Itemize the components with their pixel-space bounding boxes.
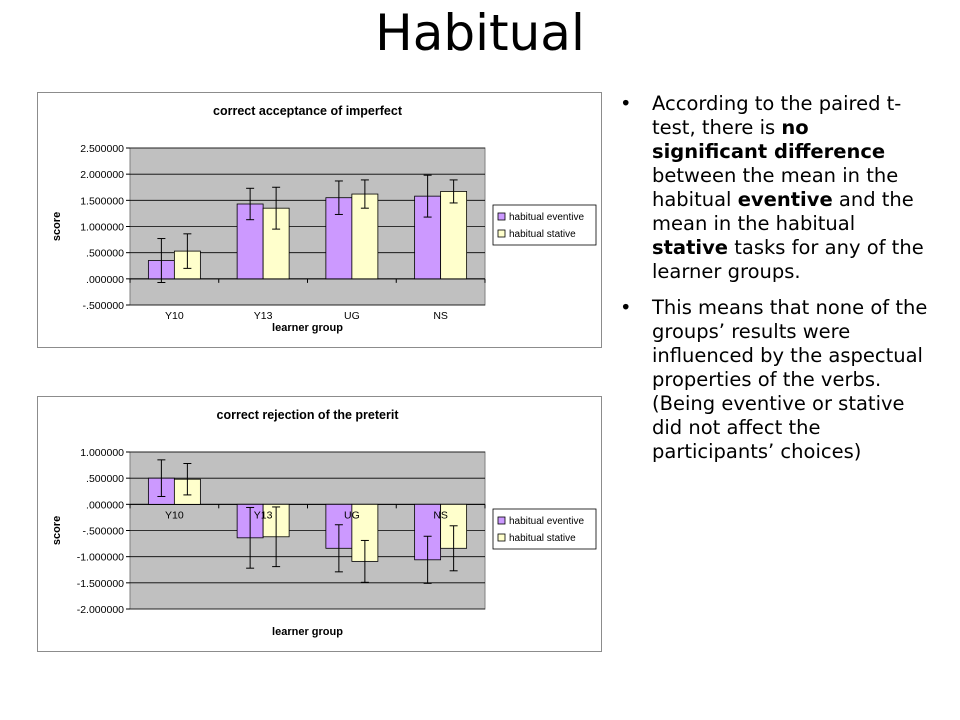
x-tick-label: NS — [433, 509, 448, 521]
text-run: tasks for any of the learner groups. — [652, 236, 924, 283]
y-tick-label: 1.000000 — [80, 222, 124, 234]
y-tick-label: -1.500000 — [77, 578, 124, 590]
chart-title: correct rejection of the preterit — [217, 408, 400, 422]
bullet-text-2: This means that none of the groups’ resu… — [652, 296, 927, 463]
y-tick-label: -2.000000 — [77, 604, 124, 616]
y-tick-label: -.500000 — [83, 526, 125, 538]
y-axis-label: score — [51, 212, 63, 241]
chart-title: correct acceptance of imperfect — [213, 104, 403, 118]
bullet-marker: • — [620, 92, 632, 115]
text-run: between the mean in the habitual — [652, 164, 899, 211]
y-tick-label: -1.000000 — [77, 552, 124, 564]
y-tick-label: .000000 — [86, 499, 124, 511]
x-tick-label: NS — [433, 310, 448, 322]
legend-box — [492, 508, 597, 550]
bold-text-run: eventive — [737, 188, 833, 211]
chart-preterit: correct rejection of the preterit -2.0000… — [37, 396, 602, 652]
y-tick-label: 1.500000 — [80, 195, 124, 207]
text-run: and the mean in the habitual — [652, 188, 914, 235]
text-run: This means that none of the groups’ resu… — [652, 296, 928, 463]
chart-imperfect-svg: correct acceptance of imperfect -.500000.… — [51, 104, 597, 334]
legend-label: habitual eventive — [509, 516, 584, 527]
legend-label: habitual stative — [509, 533, 576, 544]
bar-habitual-stative-ns — [440, 191, 468, 280]
bold-text-run: stative — [652, 236, 729, 259]
x-tick-label: UG — [344, 509, 360, 521]
chart-preterit-svg: correct rejection of the preterit -2.0000… — [51, 408, 597, 638]
x-tick-label: Y10 — [165, 310, 184, 322]
y-tick-label: .000000 — [86, 274, 124, 286]
y-tick-label: .500000 — [86, 248, 124, 260]
x-axis-label: learner group — [272, 322, 343, 334]
text-run: According to the paired t-test, there is — [652, 92, 902, 139]
y-tick-label: 1.000000 — [80, 447, 124, 459]
chart-imperfect: correct acceptance of imperfect -.500000.… — [37, 92, 602, 348]
y-axis-label: score — [51, 516, 63, 545]
y-tick-label: -.500000 — [83, 300, 125, 312]
legend-swatch — [497, 516, 506, 525]
legend-swatch — [497, 229, 506, 238]
bullet-item-1: • According to the paired t-test, there … — [620, 92, 930, 284]
bullet-list: • According to the paired t-test, there … — [620, 92, 930, 476]
y-tick-label: .500000 — [86, 473, 124, 485]
bold-text-run: no significant difference — [652, 116, 886, 163]
slide-title: Habitual — [375, 4, 585, 62]
bullet-marker: • — [620, 296, 632, 319]
x-tick-label: Y10 — [165, 509, 184, 521]
x-tick-label: UG — [344, 310, 360, 322]
bullet-text-1: According to the paired t-test, there is… — [652, 92, 924, 283]
x-axis-label: learner group — [272, 626, 343, 638]
x-tick-label: Y13 — [254, 509, 273, 521]
x-tick-label: Y13 — [254, 310, 273, 322]
bullet-item-2: • This means that none of the groups’ re… — [620, 296, 930, 464]
legend-swatch — [497, 212, 506, 221]
legend-label: habitual stative — [509, 229, 576, 240]
y-tick-label: 2.500000 — [80, 143, 124, 155]
legend-label: habitual eventive — [509, 212, 584, 223]
legend-box — [492, 204, 597, 246]
legend-swatch — [497, 533, 506, 542]
bar-habitual-eventive-y13 — [236, 203, 264, 280]
y-tick-label: 2.000000 — [80, 169, 124, 181]
